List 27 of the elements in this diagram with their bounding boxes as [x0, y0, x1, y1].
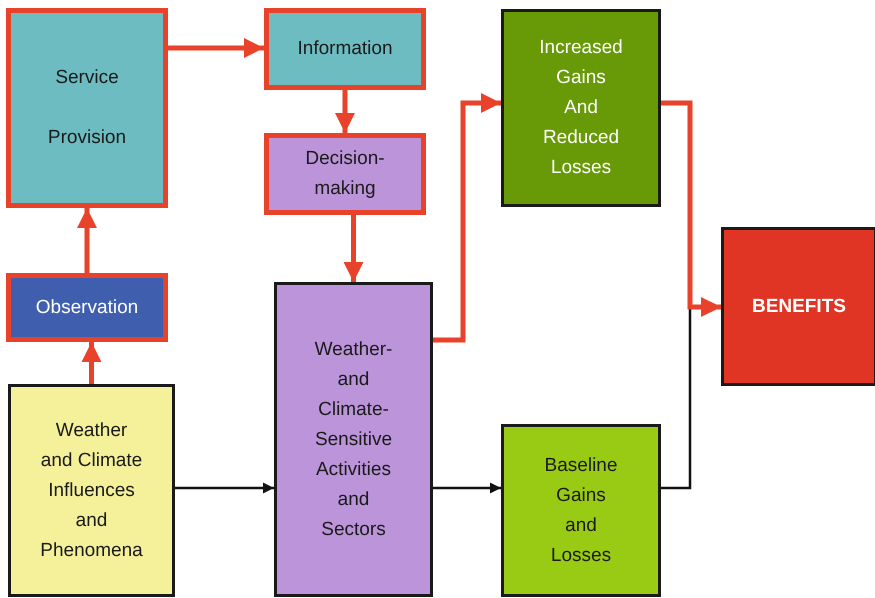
- node-label: Decision- making: [304, 147, 386, 201]
- node-label: Baseline Gains and Losses: [544, 454, 618, 568]
- process-box: [501, 424, 661, 597]
- arrow: [168, 38, 264, 58]
- node-label: Service Provision: [46, 66, 128, 150]
- arrow: [433, 93, 501, 342]
- node-label: BENEFITS: [752, 294, 846, 318]
- process-box: [6, 8, 168, 208]
- node-label: Weather and Climate Influences and Phenomena: [40, 418, 143, 562]
- process-box: [6, 273, 168, 342]
- arrow: [77, 208, 97, 273]
- node-label: Weather- and Climate- Sensitive Activities and Sectors: [314, 338, 392, 542]
- process-box: [264, 8, 426, 90]
- arrow: [661, 100, 721, 317]
- process-box: [274, 282, 433, 597]
- process-box: [721, 227, 875, 386]
- node-label: Increased Gains And Reduced Losses: [539, 36, 623, 180]
- process-box: [8, 384, 175, 597]
- node-label: Information: [297, 37, 393, 61]
- arrow: [433, 482, 501, 494]
- process-box: [501, 9, 661, 207]
- node-label: Observation: [36, 296, 138, 320]
- arrow: [335, 90, 355, 133]
- process-box: [264, 133, 426, 215]
- arrow: [344, 215, 364, 282]
- arrow: [82, 342, 102, 384]
- arrow: [175, 482, 274, 494]
